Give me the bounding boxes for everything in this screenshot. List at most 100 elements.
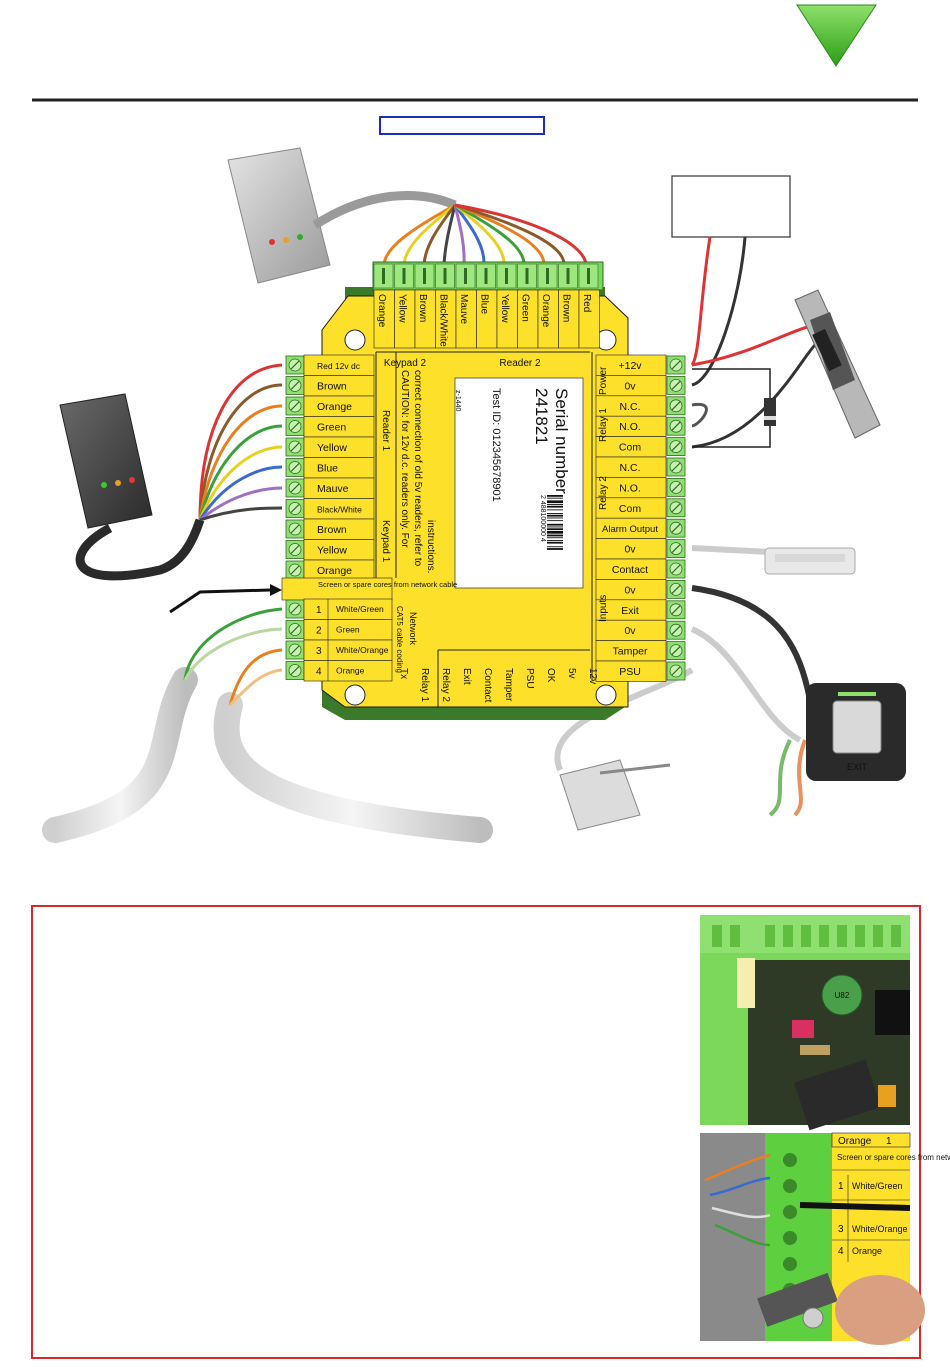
network-row-color: White/Orange <box>336 645 389 655</box>
right-terminal-label: 0v <box>624 380 636 392</box>
right-terminal-label: Contact <box>612 564 648 576</box>
led-label: 5v <box>566 668 577 679</box>
reader-1-label: Reader 1 <box>380 410 391 452</box>
network-row-color: Green <box>336 625 360 635</box>
led-label: Relay 1 <box>419 668 430 702</box>
top-terminal-label: Yellow <box>499 294 510 323</box>
left-terminal-label: Black/White <box>317 505 362 515</box>
link-box[interactable] <box>379 116 545 135</box>
network-row-number: 1 <box>316 605 322 616</box>
right-terminal-label: N.O. <box>619 421 641 433</box>
top-terminal-label: Orange <box>540 294 551 328</box>
down-arrow-icon[interactable] <box>796 4 877 67</box>
left-terminal-label: Brown <box>317 524 347 536</box>
top-terminal-label: Green <box>520 294 531 322</box>
left-terminal-label: Yellow <box>317 545 347 557</box>
left-terminal-label: Brown <box>317 381 347 393</box>
svg-text:1: 1 <box>838 1181 844 1192</box>
right-terminal-label: 0v <box>624 625 636 637</box>
barcode-digits: 2 488100000 4 <box>539 495 546 542</box>
wiring-photo: Orange 1 Screen or spare cores from netw… <box>700 1132 950 1345</box>
right-terminal-label: Alarm Output <box>602 524 658 535</box>
left-terminal-label: Orange <box>317 565 352 577</box>
board-photo: U82 <box>700 915 910 1131</box>
exit-label: EXIT <box>847 762 868 772</box>
photo-row-orange: Orange <box>838 1136 872 1147</box>
left-terminal-label: Green <box>317 422 346 434</box>
network-row-number: 2 <box>316 626 322 637</box>
network-cables <box>42 607 493 843</box>
relay-1-label: Relay 1 <box>598 408 609 442</box>
diode-icon <box>764 398 776 426</box>
cat5-label: CAT5 cable coding <box>395 606 404 673</box>
right-terminal-label: N.C. <box>620 462 641 474</box>
screen-note: Screen or spare cores from network cable <box>318 580 457 589</box>
right-terminal-label: 0v <box>624 584 636 596</box>
svg-text:3: 3 <box>838 1224 844 1235</box>
pointer-arrow-icon <box>169 588 271 614</box>
right-terminal-label: Tamper <box>612 646 648 658</box>
right-terminal-label: N.C. <box>620 401 641 413</box>
photo-row-number: 1 <box>886 1136 892 1147</box>
tamper-switch-device <box>559 759 671 831</box>
right-terminal-label: N.O. <box>619 482 641 494</box>
svg-text:4: 4 <box>838 1246 844 1257</box>
right-terminal-label: +12v <box>618 360 642 372</box>
left-terminal-label: Blue <box>317 463 338 475</box>
network-row-color: White/Green <box>336 604 384 614</box>
keypad-1-label: Keypad 1 <box>380 520 391 563</box>
top-terminal-label: Yellow <box>397 294 408 323</box>
right-terminal-label: PSU <box>619 666 641 678</box>
svg-text:instructions.: instructions. <box>425 520 436 573</box>
mounting-hole-icon <box>344 329 366 351</box>
led-amber-icon <box>283 237 289 243</box>
led-label: Relay 2 <box>440 668 451 702</box>
left-terminal-label: Yellow <box>317 442 347 454</box>
controller-board <box>321 287 629 720</box>
left-terminal-label: Red 12v dc <box>317 361 361 371</box>
right-terminal-label: Exit <box>621 605 639 617</box>
mounting-hole-icon <box>344 684 366 706</box>
barcode-icon <box>547 495 563 550</box>
reader-2-device <box>227 147 331 284</box>
power-label: Power <box>598 366 609 395</box>
right-terminal-label: Com <box>619 503 641 515</box>
serial-sticker <box>454 377 584 589</box>
led-red-icon <box>129 477 135 483</box>
top-terminal-label: Mauve <box>458 294 469 324</box>
exit-button-device: EXIT <box>806 683 906 781</box>
top-terminal-block: Orange Yellow Brown Black/White Mauve Blue Yel… <box>372 261 604 349</box>
top-terminal-label: Brown <box>561 294 572 322</box>
led-label: Contact <box>482 668 493 703</box>
photo-row-white-green: White/Green <box>852 1181 903 1191</box>
network-row-color: Orange <box>336 666 365 676</box>
network-rows: 1 White/Green 2 Green 3 White/Orange 4 Orange <box>285 598 393 682</box>
svg-text:CAUTION: for 12v d.c. readers: CAUTION: for 12v d.c. readers only. For <box>399 370 410 548</box>
top-terminal-label: Blue <box>479 294 490 314</box>
model-code: z-1440 <box>454 390 461 412</box>
photo-screen-note: Screen or spare cores from network cable <box>837 1153 950 1162</box>
relay-2-label: Relay 2 <box>598 476 609 510</box>
top-terminal-label: Black/White <box>438 294 449 347</box>
network-row-number: 4 <box>316 667 322 678</box>
led-green-icon <box>101 482 107 488</box>
led-label: OK <box>545 668 556 683</box>
notes-frame <box>31 905 921 1359</box>
psu-box <box>671 175 791 238</box>
left-terminal-label: Orange <box>317 401 352 413</box>
top-terminal-label: Red <box>581 294 592 312</box>
serial-title: Serial number <box>552 388 571 494</box>
top-terminal-label: Brown <box>417 294 428 322</box>
electric-strike-lock <box>794 289 881 439</box>
top-terminal-label: Orange <box>376 294 387 328</box>
mounting-hole-icon <box>595 684 617 706</box>
left-terminal-label: Mauve <box>317 483 349 495</box>
led-label: PSU <box>524 668 535 689</box>
network-row-number: 3 <box>316 646 322 657</box>
keypad-2-label: Keypad 2 <box>384 358 427 369</box>
led-label: Tx <box>398 668 409 679</box>
caution-text: CAUTION: for 12v d.c. readers only. For … <box>399 370 436 573</box>
test-id: Test ID: 012345678901 <box>490 388 502 502</box>
